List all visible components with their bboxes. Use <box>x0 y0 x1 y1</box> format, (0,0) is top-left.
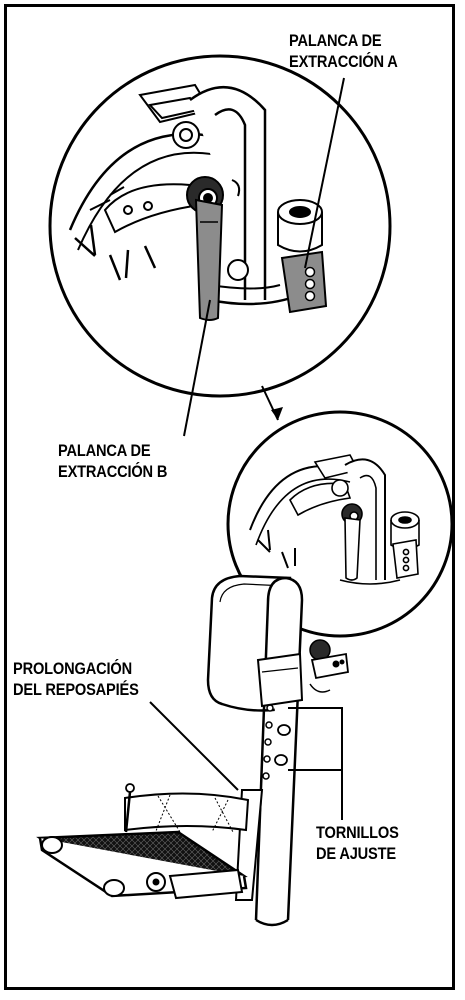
lever-a <box>280 250 328 314</box>
label-adjustment-screws: TORNILLOS DE AJUSTE <box>316 823 399 863</box>
lever-b <box>194 198 224 321</box>
leader-screws <box>288 707 343 820</box>
label-footrest-extension: PROLONGACIÓN DEL REPOSAPIÉS <box>13 659 139 699</box>
leader-extension <box>149 701 239 791</box>
leader-lever-b <box>183 299 211 437</box>
label-lever-a: PALANCA DE EXTRACCIÓN A <box>289 31 398 71</box>
label-lever-b: PALANCA DE EXTRACCIÓN B <box>58 441 168 481</box>
footrest-assembly <box>36 574 349 927</box>
leader-lever-a <box>304 77 345 269</box>
zoom-arrow <box>261 385 283 421</box>
leader-lines <box>149 77 345 820</box>
